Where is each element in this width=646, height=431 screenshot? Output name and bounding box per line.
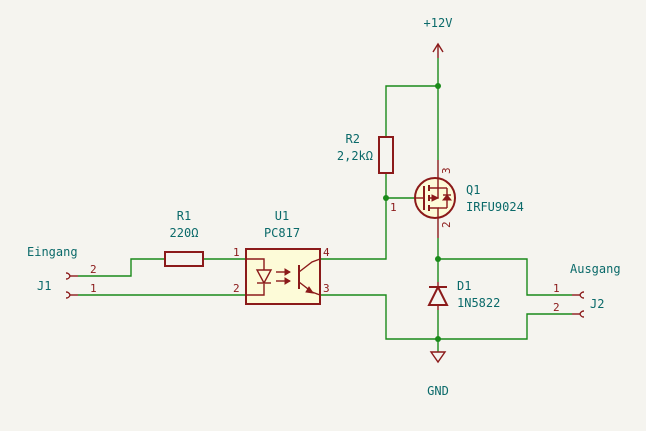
j2-socket-2 — [579, 310, 585, 318]
d1-ref: D1 — [457, 279, 471, 293]
input-label: Eingang — [27, 245, 78, 259]
u1-ref: U1 — [275, 209, 289, 223]
r2-ref: R2 — [346, 132, 360, 146]
r2-body — [378, 136, 394, 174]
diode-d1: D1 1N5822 — [427, 279, 500, 310]
u1-pin2: 2 — [233, 282, 240, 295]
q1-pin1: 1 — [390, 201, 397, 214]
q1-ref: Q1 — [466, 183, 480, 197]
wire-u1-gate — [320, 198, 387, 260]
r2-value: 2,2kΩ — [337, 149, 373, 163]
connector-j2: 1 2 J2 Ausgang — [553, 262, 621, 318]
junction-out — [435, 256, 441, 262]
output-label: Ausgang — [570, 262, 621, 276]
d1-body — [427, 284, 449, 306]
mosfet-q1: 1 2 3 Q1 IRFU9024 — [390, 160, 524, 238]
u1-led — [255, 269, 273, 285]
j1-ref: J1 — [37, 279, 51, 293]
vcc-symbol: +12V — [424, 16, 453, 58]
q1-pin3: 3 — [440, 167, 453, 174]
wire-gnd-j2 — [438, 313, 572, 340]
q1-pin2: 2 — [440, 221, 453, 228]
j2-socket-1 — [579, 291, 585, 299]
r1-ref: R1 — [177, 209, 191, 223]
r1-value: 220Ω — [170, 226, 199, 240]
r1-body — [164, 251, 204, 267]
resistor-r2: R2 2,2kΩ — [337, 132, 394, 174]
wire-out-j2 — [438, 258, 572, 296]
junctions — [383, 83, 441, 342]
connector-j1: 2 1 J1 Eingang — [27, 245, 97, 299]
u1-value: PC817 — [264, 226, 300, 240]
junction-gate — [383, 195, 389, 201]
j1-pin1-number: 1 — [90, 282, 97, 295]
gnd-symbol: GND — [427, 351, 449, 398]
u1-pin3: 3 — [323, 282, 330, 295]
wire-j1-r1 — [78, 258, 165, 277]
wire-r2-vcc — [385, 85, 438, 137]
u1-pin4: 4 — [323, 246, 330, 259]
j1-socket-1 — [65, 291, 71, 299]
u1-body — [245, 248, 321, 305]
j1-socket-2 — [65, 272, 71, 280]
q1-value: IRFU9024 — [466, 200, 524, 214]
resistor-r1: R1 220Ω — [164, 209, 204, 267]
j1-pin2-number: 2 — [90, 263, 97, 276]
optocoupler-u1: 1 2 3 4 U1 PC817 — [233, 209, 330, 305]
wire-u1-gnd — [320, 294, 438, 340]
j2-pin2-number: 2 — [553, 301, 560, 314]
d1-value: 1N5822 — [457, 296, 500, 310]
u1-pin1: 1 — [233, 246, 240, 259]
wires — [78, 58, 572, 352]
q1-arrow — [431, 194, 440, 202]
j2-ref: J2 — [590, 297, 604, 311]
vcc-label: +12V — [424, 16, 453, 30]
junction-gnd — [435, 336, 441, 342]
junction-vcc — [435, 83, 441, 89]
j2-pin1-number: 1 — [553, 282, 560, 295]
gnd-label: GND — [427, 384, 449, 398]
